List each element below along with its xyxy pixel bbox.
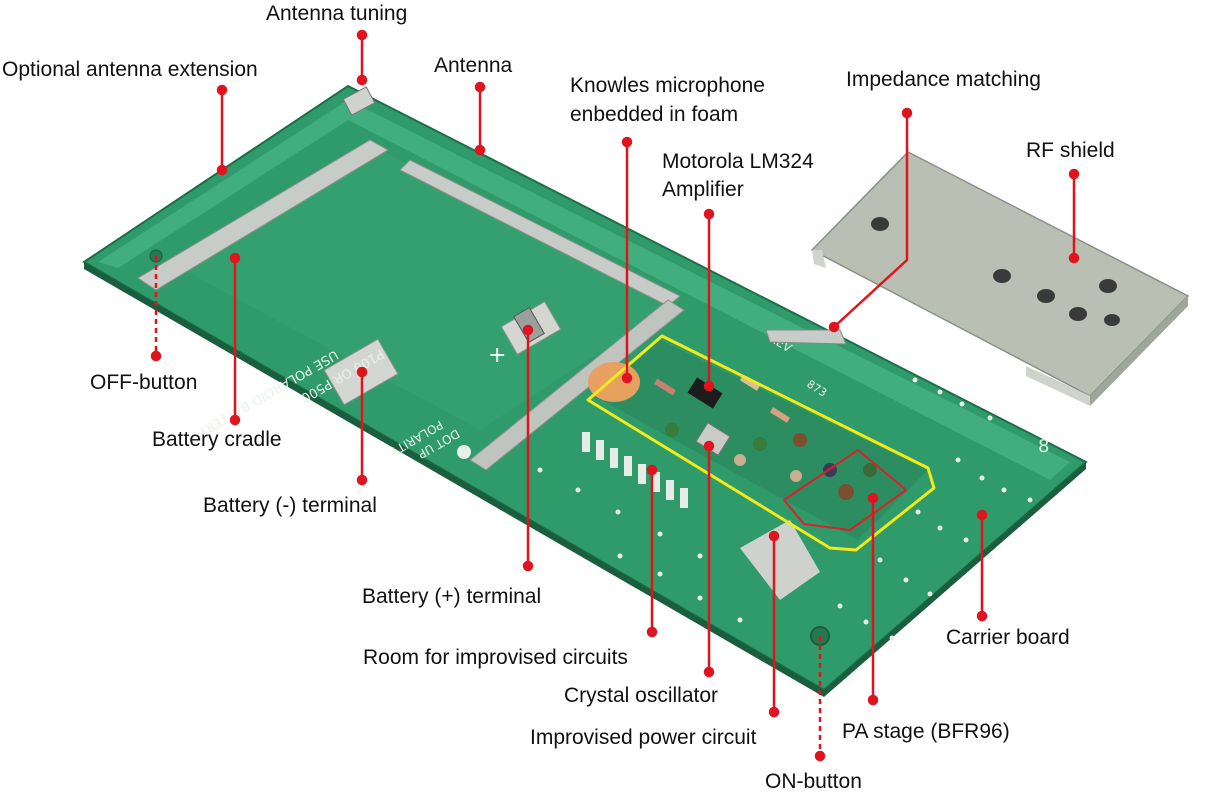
antenna-tuning-pad — [342, 86, 376, 116]
mounting-holes — [537, 377, 1033, 641]
label-pa-stage: PA stage (BFR96) — [842, 720, 1010, 743]
lm324-chip — [687, 377, 723, 409]
label-knowles-mic-line1: Knowles microphone — [570, 74, 765, 97]
pcb-board-number: 8 — [1038, 436, 1049, 457]
label-off-button: OFF-button — [90, 371, 198, 394]
ground-pad — [740, 520, 820, 600]
board-edge-right — [824, 462, 1086, 697]
label-improvised-power: Improvised power circuit — [530, 726, 757, 749]
label-motorola-line2: Amplifier — [662, 178, 744, 201]
battery-cradle-rail-left — [137, 139, 389, 291]
circuit-highlight-yellow — [586, 334, 936, 552]
battery-cradle-rail-bottom — [469, 299, 685, 471]
label-rf-shield: RF shield — [1026, 139, 1115, 162]
improvised-pad-area — [582, 432, 688, 508]
battery-area — [180, 150, 680, 430]
impedance-matching-strip — [765, 329, 847, 345]
leader-lines — [150, 29, 1080, 762]
label-motorola-line1: Motorola LM324 — [662, 150, 814, 173]
label-antenna: Antenna — [434, 54, 513, 77]
label-on-button: ON-button — [765, 770, 862, 793]
board-edge — [84, 262, 824, 697]
label-carrier-board: Carrier board — [946, 626, 1070, 649]
label-battery-pos: Battery (+) terminal — [362, 585, 542, 608]
label-impedance-matching: Impedance matching — [846, 68, 1041, 91]
label-knowles-mic-line2: enbedded in foam — [570, 103, 739, 126]
pa-stage-highlight-red — [783, 449, 907, 531]
microphone-foam — [588, 362, 640, 402]
components-cluster — [654, 375, 877, 500]
label-optional-antenna-extension: Optional antenna extension — [2, 58, 258, 81]
label-crystal-oscillator: Crystal oscillator — [564, 684, 719, 707]
label-antenna-tuning: Antenna tuning — [266, 2, 408, 25]
label-battery-cradle: Battery cradle — [152, 428, 282, 451]
pcb-plus-sign: + — [488, 343, 506, 368]
label-room-improvised: Room for improvised circuits — [363, 646, 628, 669]
polarity-dot — [457, 445, 471, 459]
label-battery-neg: Battery (-) terminal — [203, 494, 377, 517]
